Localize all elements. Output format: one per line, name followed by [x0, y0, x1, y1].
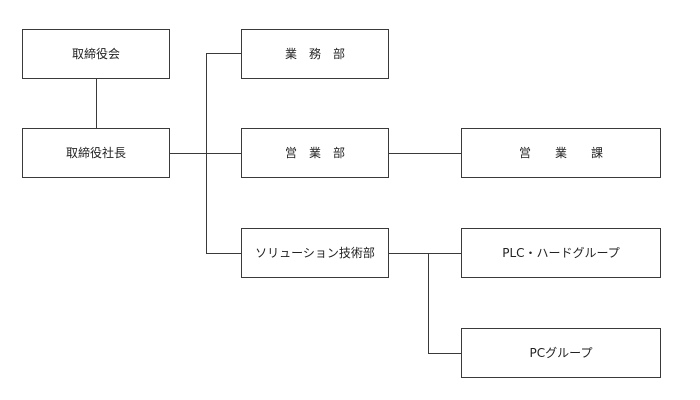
- node-pc-group: PCグループ: [461, 328, 661, 378]
- node-board: 取締役会: [22, 29, 170, 79]
- connector-eigyo-to-ka: [389, 153, 461, 154]
- node-eigyo-section: 営 業 課: [461, 128, 661, 178]
- connector-solution-to-branch: [389, 253, 461, 254]
- node-board-label: 取締役会: [71, 47, 120, 61]
- node-solution-department: ソリューション技術部: [241, 228, 389, 278]
- node-president-label: 取締役社長: [65, 146, 126, 160]
- connector-president-to-trunk: [170, 153, 241, 154]
- node-plc-hard-label: PLC・ハードグループ: [502, 246, 620, 260]
- node-gyomu-label: 業 務 部: [284, 47, 345, 61]
- connector-branch-vertical: [428, 253, 429, 354]
- connector-board-to-president: [96, 79, 97, 128]
- node-gyomu-department: 業 務 部: [241, 29, 389, 79]
- connector-trunk-vertical: [206, 53, 207, 254]
- connector-branch-to-pc: [428, 353, 461, 354]
- node-pc-group-label: PCグループ: [529, 346, 593, 360]
- node-president: 取締役社長: [22, 128, 170, 178]
- node-plc-hard-group: PLC・ハードグループ: [461, 228, 661, 278]
- node-eigyo-label: 営 業 部: [284, 146, 345, 160]
- node-eigyo-section-label: 営 業 課: [518, 146, 603, 160]
- node-eigyo-department: 営 業 部: [241, 128, 389, 178]
- node-solution-label: ソリューション技術部: [255, 246, 375, 260]
- connector-trunk-to-gyomu: [206, 53, 241, 54]
- connector-trunk-to-solution: [206, 253, 241, 254]
